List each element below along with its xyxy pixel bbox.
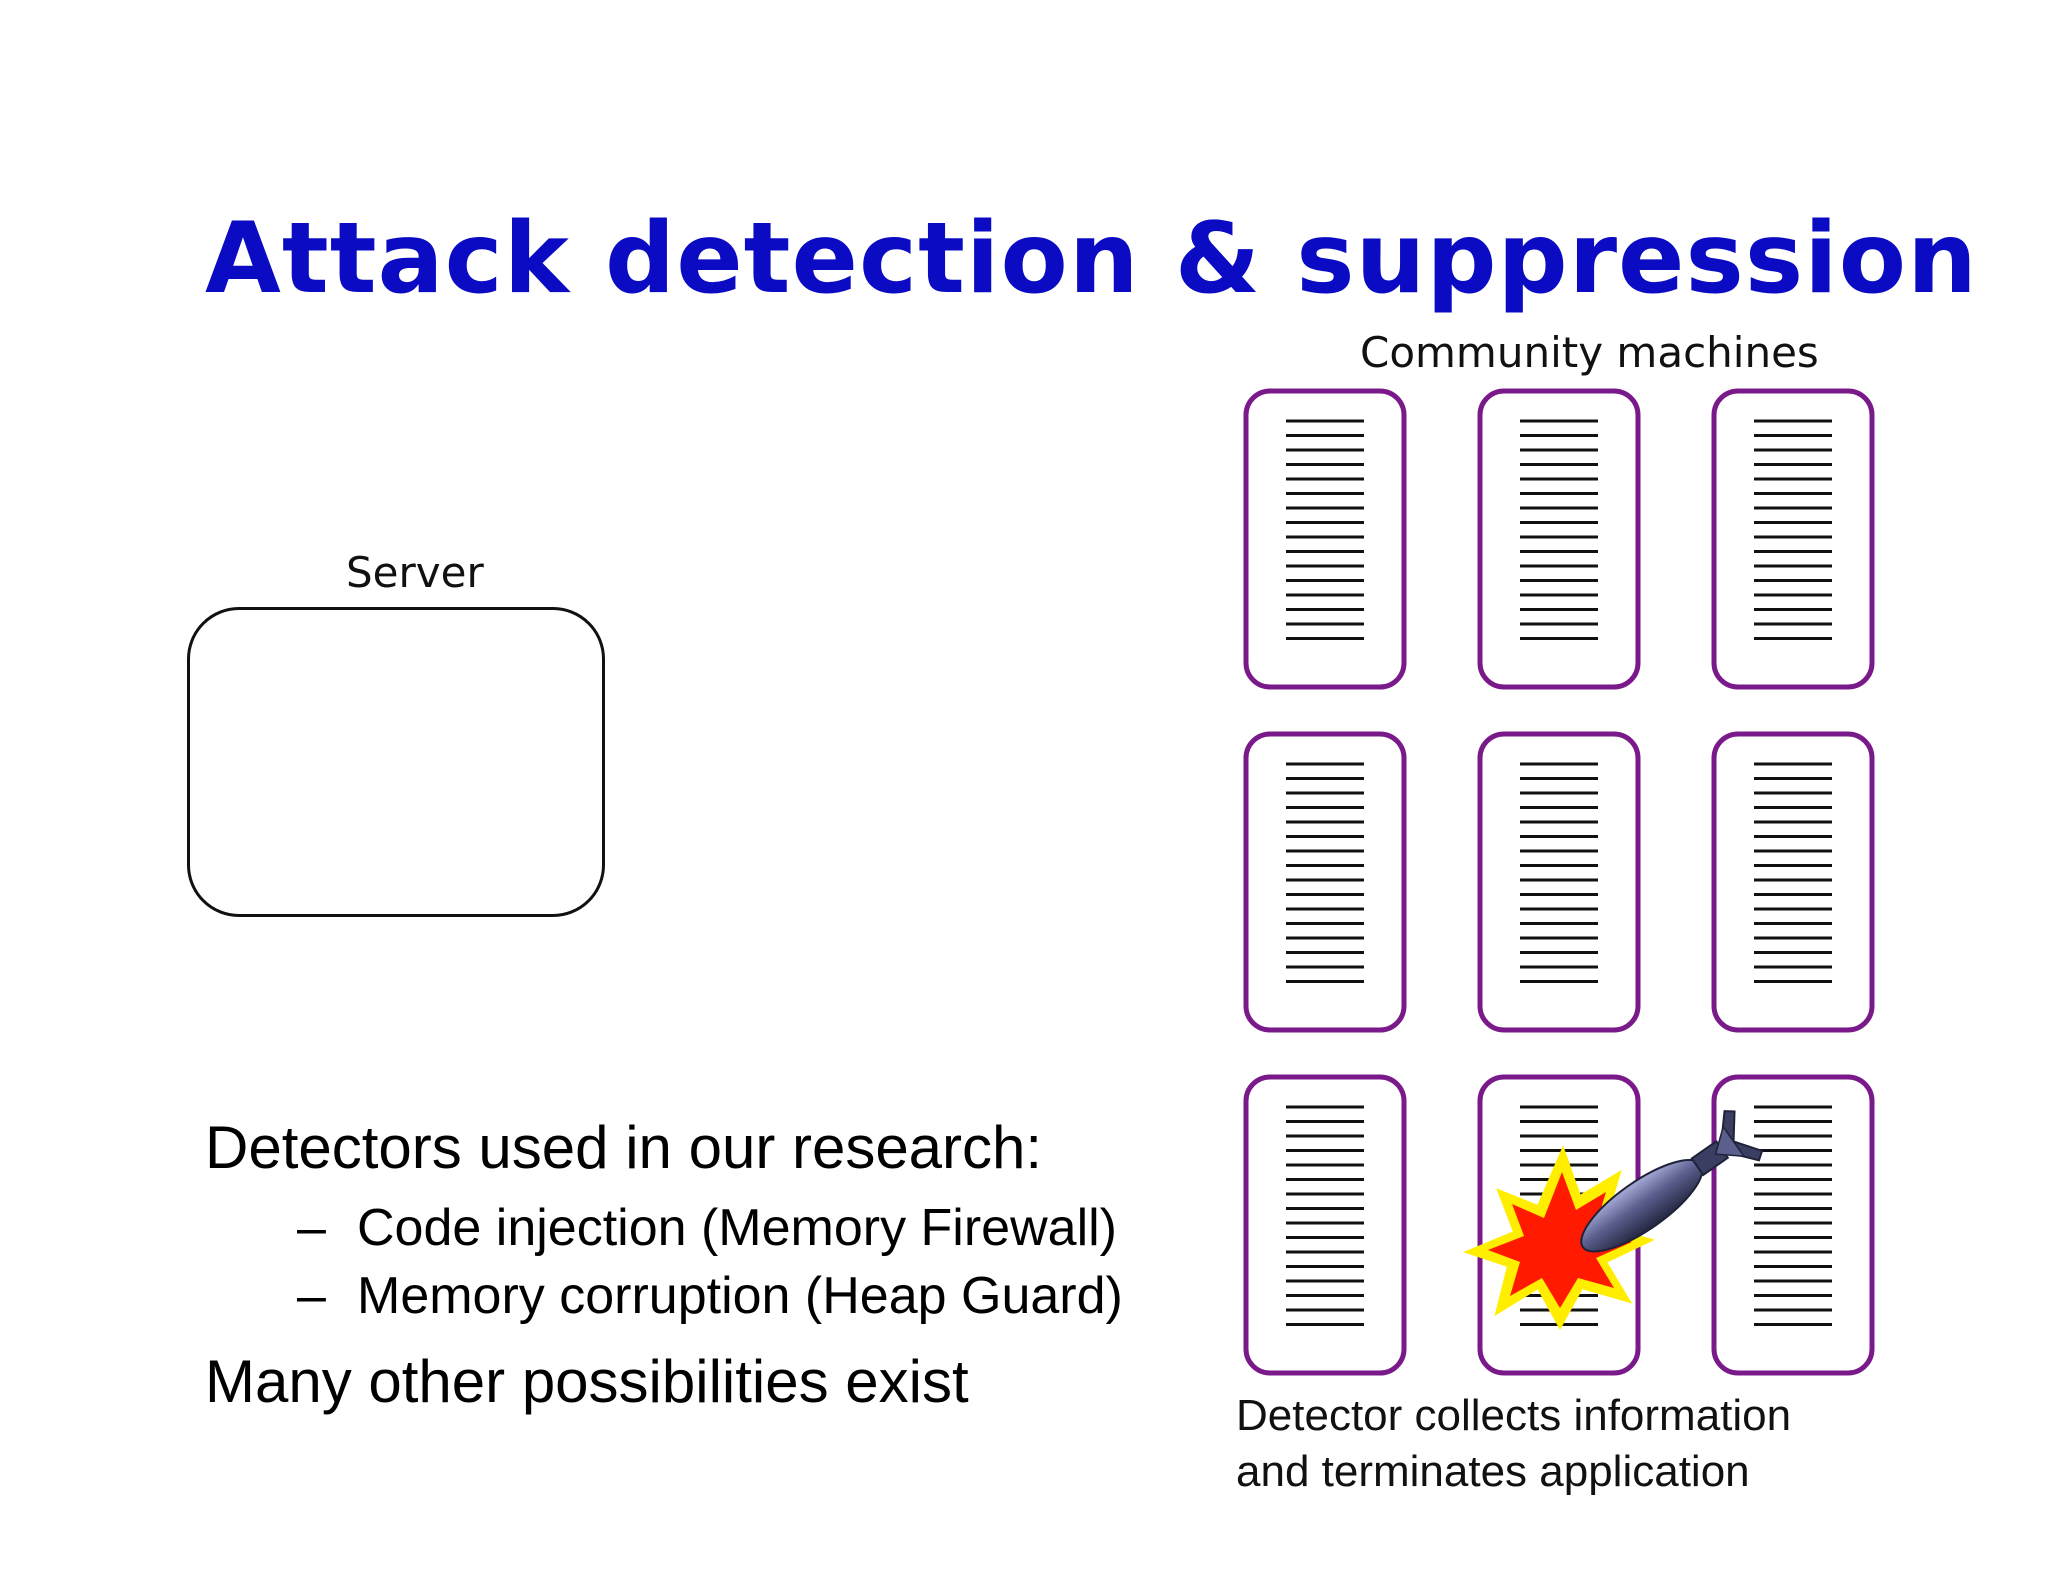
machine-icon [1711, 1074, 1875, 1376]
detector-caption-line-1: Detector collects information [1236, 1391, 1792, 1440]
attack-illustration [1463, 1110, 1764, 1331]
server-label: Server [346, 548, 484, 597]
machine-icon [1243, 1074, 1407, 1376]
bullet-dash: – [297, 1267, 326, 1325]
explosion-inner [1488, 1172, 1632, 1308]
list-item: –Code injection (Memory Firewall) [297, 1194, 1123, 1262]
closing-statement: Many other possibilities exist [205, 1348, 969, 1415]
bomb-icon [1580, 1110, 1764, 1253]
detector-list-heading: Detectors used in our research: [205, 1114, 1043, 1181]
detector-caption-line-2: and terminates application [1236, 1447, 1750, 1496]
machine-icon [1711, 731, 1875, 1033]
machine-icon [1477, 388, 1641, 690]
list-item-text: Memory corruption (Heap Guard) [357, 1267, 1123, 1325]
server-box [187, 607, 605, 917]
slide-title: Attack detection & suppression [205, 202, 1978, 316]
detector-caption: Detector collects information and termin… [1236, 1388, 1791, 1500]
community-machines-label: Community machines [1360, 328, 1819, 377]
list-item: –Memory corruption (Heap Guard) [297, 1262, 1123, 1330]
bullet-dash: – [297, 1199, 326, 1257]
machine-icon [1477, 731, 1641, 1033]
list-item-text: Code injection (Memory Firewall) [357, 1199, 1117, 1257]
machine-icon [1243, 388, 1407, 690]
detector-list: Detectors used in our research: –Code in… [205, 1118, 1123, 1412]
machine-icon [1243, 731, 1407, 1033]
machine-icon [1711, 388, 1875, 690]
detector-items: –Code injection (Memory Firewall) –Memor… [205, 1194, 1123, 1330]
